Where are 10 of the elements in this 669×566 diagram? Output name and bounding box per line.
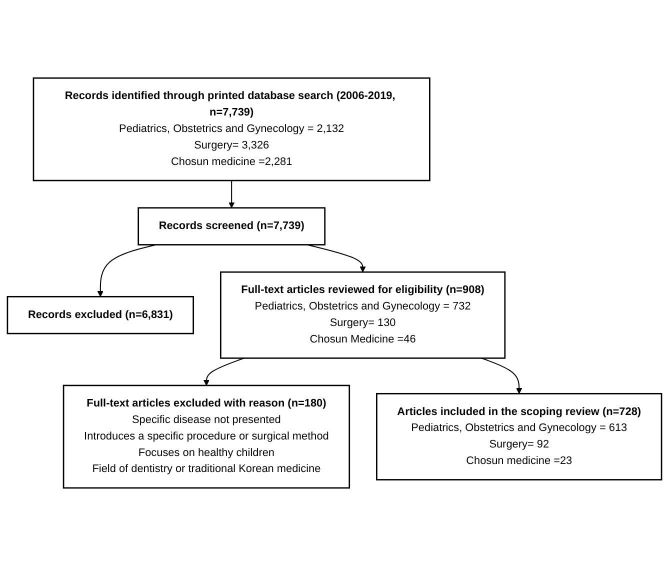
node-box: Full-text articles excluded with reason (n=180) Specific disease not presented Introduces a specific procedure or surgical method Focuses on healthy children Field of dentistry or traditional Korean medicine — [62, 384, 350, 489]
node-box: Records excluded (n=6,831) — [6, 296, 194, 334]
arrow — [203, 358, 244, 386]
node-box: Records screened (n=7,739) — [138, 207, 326, 246]
arrow — [228, 180, 235, 208]
arrow — [481, 358, 522, 394]
node-box: Records identified through printed database search (2006-2019, n=7,739) Pediatrics, Obstetrics and Gynecology = 2,132 Surgery= 3,326 Chosun medicine =2,281 — [32, 77, 430, 182]
node-box: Full-text articles reviewed for eligibility (n=908) Pediatrics, Obstetrics and Gynecology = 732 Surgery= 130 Chosun Medicine =46 — [220, 271, 506, 359]
arrow — [97, 244, 156, 297]
node-box: Articles included in the scoping review (n=728) Pediatrics, Obstetrics and Gynecology = 613 Surgery= 92 Chosun medicine =23 — [376, 392, 662, 480]
